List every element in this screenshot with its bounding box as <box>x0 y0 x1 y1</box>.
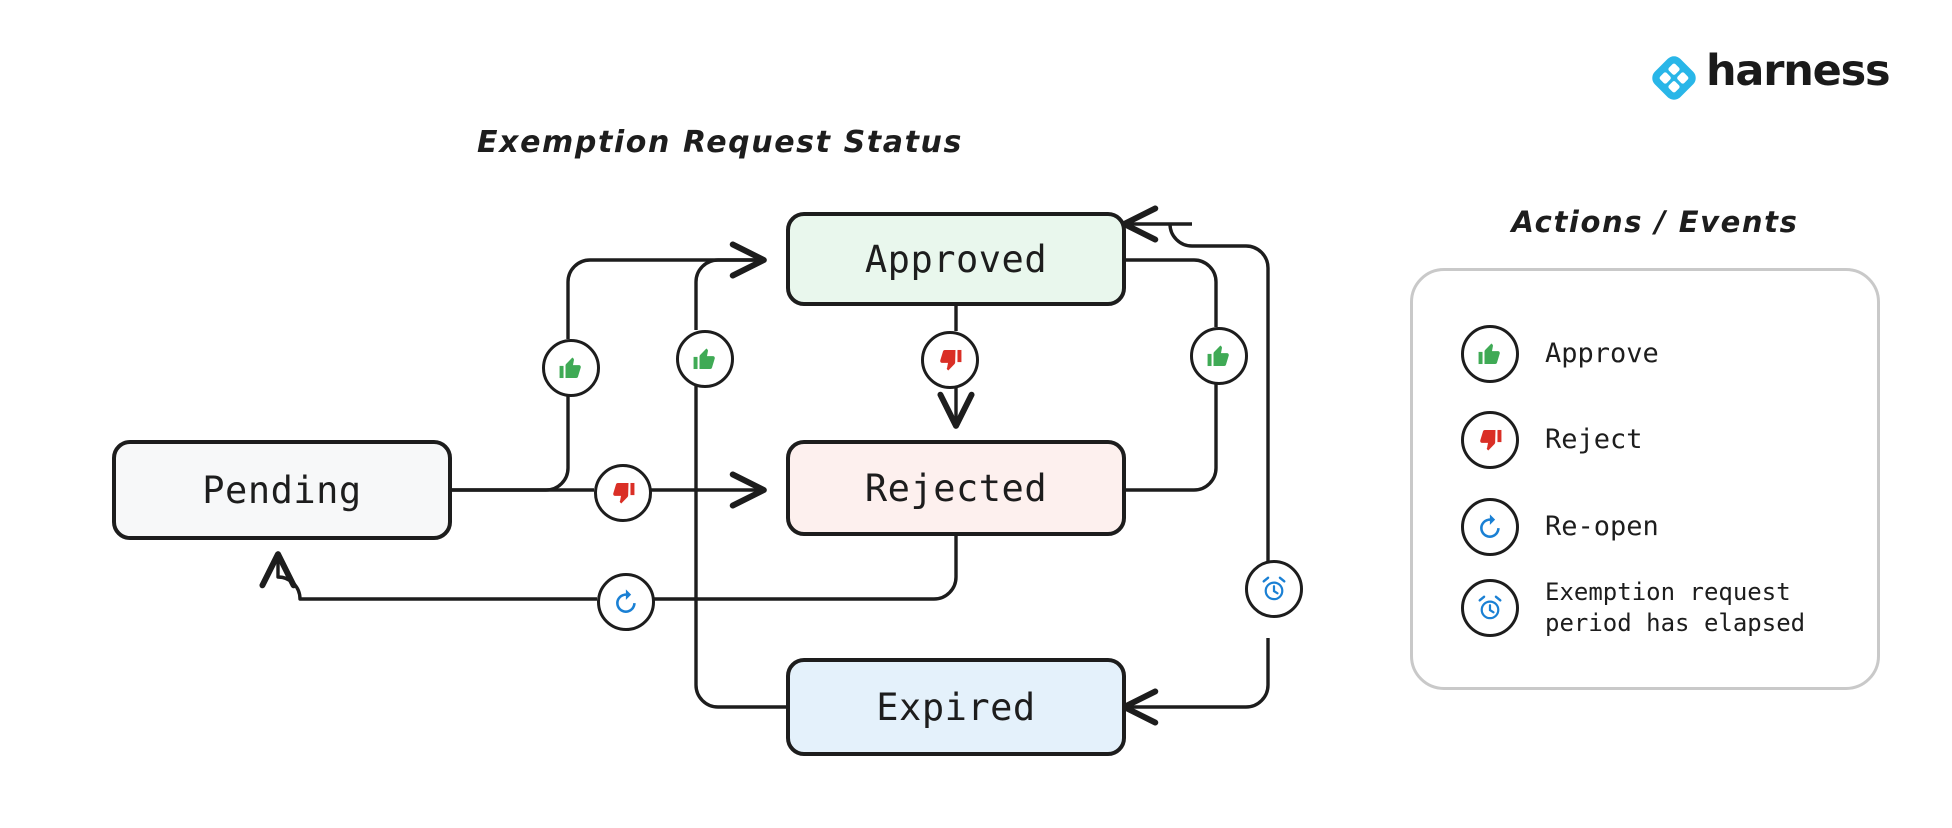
state-node-pending[interactable]: Pending <box>112 440 452 540</box>
state-node-approved[interactable]: Approved <box>786 212 1126 306</box>
edge-badge-approve-expired-to-approved[interactable] <box>676 330 734 388</box>
harness-wordmark: harness <box>1706 46 1891 96</box>
legend-label-reject: Reject <box>1545 423 1643 455</box>
edge-badge-reopen-rejected-to-pending[interactable] <box>597 573 655 631</box>
legend-badge-expire <box>1461 578 1519 637</box>
thumbs-up-icon <box>691 345 719 373</box>
edge-rejected-to-approved <box>1126 258 1218 492</box>
edge-badge-approve-rejected-to-approved[interactable] <box>1190 327 1248 385</box>
legend-label-reopen: Re-open <box>1545 510 1659 542</box>
legend-item-reject[interactable]: Reject <box>1461 411 1643 469</box>
legend-item-reopen[interactable]: Re-open <box>1461 498 1659 556</box>
reopen-arrow-icon <box>612 588 640 616</box>
reopen-arrow-icon <box>1476 513 1504 541</box>
alarm-clock-icon <box>1476 594 1504 622</box>
edge-badge-approve-pending-to-approved[interactable] <box>542 339 600 397</box>
edge-rejected-to-pending <box>278 536 958 601</box>
legend-title: Actions / Events <box>1511 205 1799 239</box>
edge-badge-expire-approved-to-expired[interactable] <box>1245 560 1303 618</box>
thumbs-down-icon <box>609 479 637 507</box>
thumbs-up-icon <box>1476 340 1504 368</box>
legend-badge-reopen <box>1461 498 1519 556</box>
thumbs-down-icon <box>1476 426 1504 454</box>
diagram-title: Exemption Request Status <box>477 125 963 160</box>
state-node-expired[interactable]: Expired <box>786 658 1126 756</box>
edge-expired-left-riser <box>694 258 786 709</box>
legend-panel: Approve Reject Re-open Exemption request… <box>1410 268 1880 690</box>
legend-badge-reject <box>1461 411 1519 469</box>
alarm-clock-icon <box>1260 575 1288 603</box>
legend-label-approve: Approve <box>1545 337 1659 369</box>
edge-badge-reject-pending-to-rejected[interactable] <box>594 464 652 522</box>
harness-logo-icon <box>1652 56 1696 100</box>
thumbs-up-icon <box>557 354 585 382</box>
thumbs-down-icon <box>936 346 964 374</box>
edge-approved-to-expired <box>1121 638 1270 726</box>
edge-badge-reject-approved-to-rejected[interactable] <box>921 331 979 389</box>
legend-badge-approve <box>1461 325 1519 383</box>
state-node-rejected[interactable]: Rejected <box>786 440 1126 536</box>
legend-item-approve[interactable]: Approve <box>1461 325 1659 383</box>
legend-label-expire: Exemption request period has elapsed <box>1545 578 1806 637</box>
edge-expired-to-approved <box>1168 223 1270 586</box>
legend-item-expire[interactable]: Exemption request period has elapsed <box>1461 577 1805 638</box>
thumbs-up-icon <box>1205 342 1233 370</box>
